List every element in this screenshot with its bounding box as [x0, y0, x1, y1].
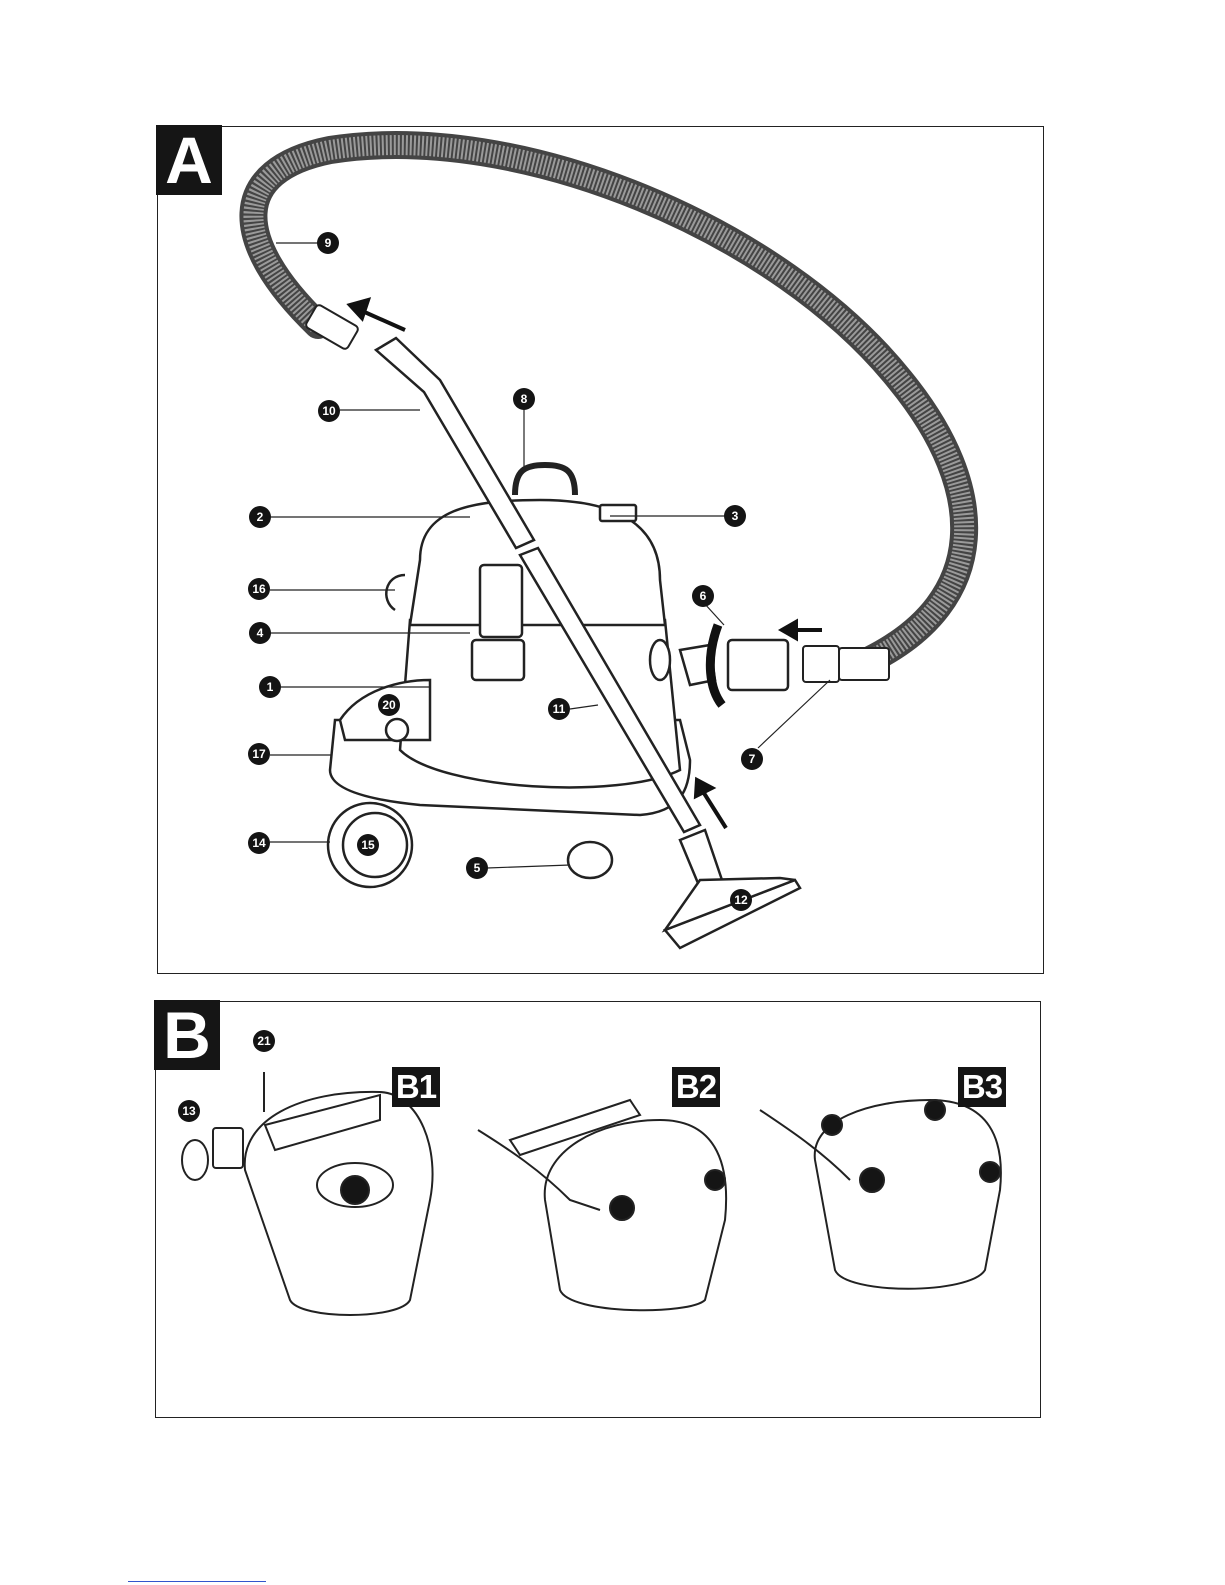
callout-5: 5 — [466, 857, 488, 879]
callout-20: 20 — [378, 694, 400, 716]
callout-8: 8 — [513, 388, 535, 410]
callout-11: 11 — [548, 698, 570, 720]
callout-9: 9 — [317, 232, 339, 254]
callout-2: 2 — [249, 506, 271, 528]
callout-14: 14 — [248, 832, 270, 854]
callout-21: 21 — [253, 1030, 275, 1052]
callout-16: 16 — [248, 578, 270, 600]
floor-nozzle — [665, 830, 800, 948]
footer-underline — [128, 1581, 266, 1582]
hose-connector-right — [803, 646, 889, 682]
callout-15: 15 — [357, 834, 379, 856]
subpanel-b1-label: B1 — [392, 1067, 440, 1107]
callout-10: 10 — [318, 400, 340, 422]
b3-filter-housing — [760, 1100, 1001, 1289]
hose-connector-top — [305, 304, 360, 351]
callout-12: 12 — [730, 889, 752, 911]
subpanel-b2-label: B2 — [672, 1067, 720, 1107]
callout-7: 7 — [741, 748, 763, 770]
hose-coupling — [680, 625, 788, 705]
callout-3: 3 — [724, 505, 746, 527]
subpanel-b3-label: B3 — [958, 1067, 1006, 1107]
callout-13: 13 — [178, 1100, 200, 1122]
callout-1: 1 — [259, 676, 281, 698]
panel-b-label: B — [154, 1000, 220, 1070]
callout-17: 17 — [248, 743, 270, 765]
panel-a-label: A — [156, 125, 222, 195]
callout-4: 4 — [249, 622, 271, 644]
b2-filter-housing — [478, 1100, 726, 1310]
b1-filter-housing — [182, 1072, 433, 1315]
callout-6: 6 — [692, 585, 714, 607]
